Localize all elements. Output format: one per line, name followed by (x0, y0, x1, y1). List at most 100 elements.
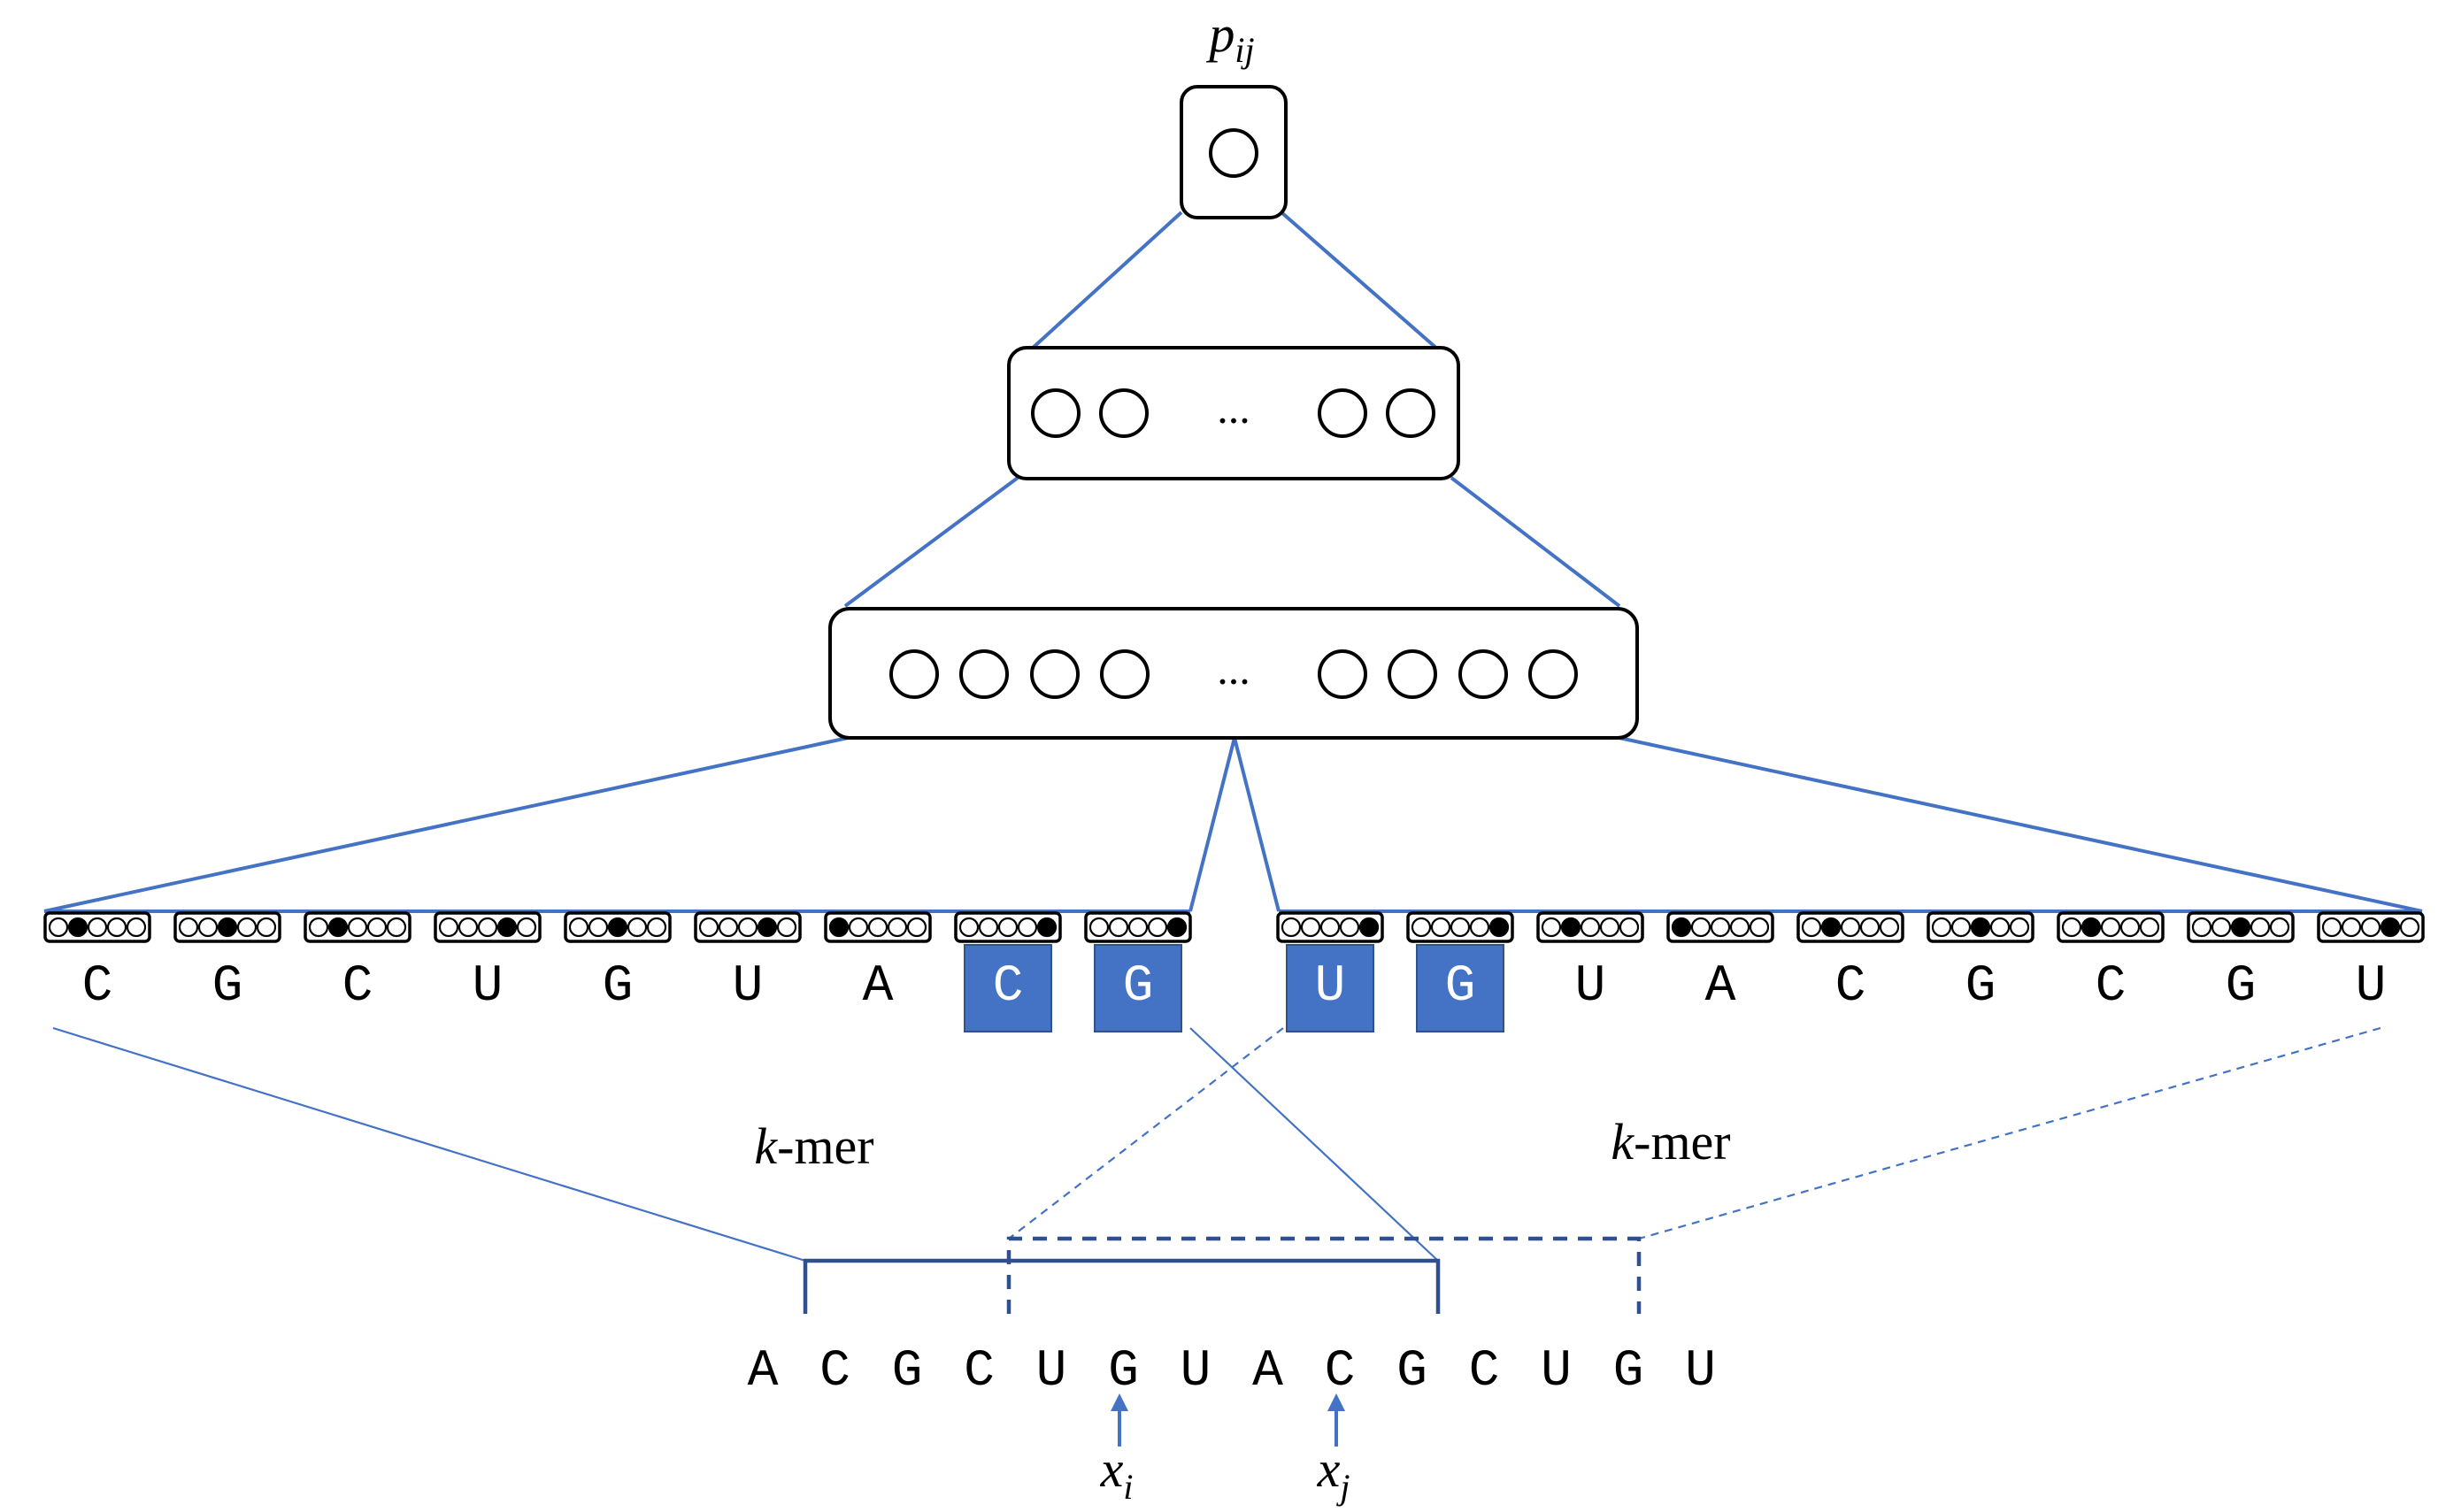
right-kmer-bracket-line (1006, 1236, 1642, 1314)
link-h2-right (1450, 476, 1621, 608)
x-j-marker: xj (1317, 1393, 1350, 1507)
x-i-marker: xi (1100, 1393, 1133, 1507)
onehot-cell (458, 917, 479, 938)
onehot-cell (126, 917, 147, 938)
hidden-1-neuron (1030, 649, 1080, 699)
right-kmer-highlight-box (1286, 944, 1374, 1032)
sequence-base: U (1036, 1343, 1067, 1401)
x-j-label: xj (1317, 1440, 1350, 1507)
onehot-cell (2269, 917, 2290, 938)
link-h1-left-kmer-left (43, 736, 849, 913)
left-kmer-bracket-line (803, 1258, 1441, 1314)
left-kmer-base: A (863, 958, 894, 1016)
onehot-cell (1411, 917, 1432, 938)
onehot-cell (178, 917, 199, 938)
right-kmer-map-line-a (1008, 1027, 1284, 1240)
onehot-cell (1801, 917, 1822, 938)
onehot-cell (516, 917, 537, 938)
onehot-cell (906, 917, 927, 938)
onehot-cell (2009, 917, 2030, 938)
sequence-base: C (819, 1343, 850, 1401)
right-kmer-map-line-b (1638, 1026, 2381, 1240)
sequence-base: U (1181, 1343, 1211, 1401)
onehot-cell (1127, 917, 1149, 938)
onehot-cell (646, 917, 667, 938)
onehot-cell (106, 917, 127, 938)
onehot-cell (1108, 917, 1129, 938)
onehot-cell (828, 917, 850, 938)
onehot-cell (2061, 917, 2082, 938)
onehot-cell (2250, 917, 2271, 938)
left-kmer-highlight-box (1094, 944, 1182, 1032)
left-kmer-base: G (1123, 958, 1154, 1016)
onehot-cell (1820, 917, 1842, 938)
onehot-cell (2360, 917, 2381, 938)
onehot-cell (1879, 917, 1900, 938)
hidden-2-neuron (1318, 388, 1367, 438)
onehot-cell (366, 917, 388, 938)
left-kmer-highlight-box (964, 944, 1052, 1032)
onehot-cell (1017, 917, 1038, 938)
link-h2-left (843, 476, 1019, 608)
onehot-cell (2399, 917, 2420, 938)
right-kmer-base: U (2356, 958, 2387, 1016)
onehot-cell (1599, 917, 1620, 938)
onehot-cell (1710, 917, 1731, 938)
hidden-1-neuron (889, 649, 939, 699)
onehot-cell (568, 917, 589, 938)
onehot-cell (1166, 917, 1188, 938)
x-j-arrowhead (1327, 1393, 1345, 1411)
hidden-layer-2-box (1007, 346, 1460, 480)
right-kmer-base: G (1965, 958, 1996, 1016)
sequence-base: A (1252, 1343, 1283, 1401)
sequence-base: G (892, 1343, 923, 1401)
output-neuron (1209, 128, 1258, 178)
left-kmer-base: G (212, 958, 243, 1016)
hidden-layer-1-box (828, 607, 1639, 740)
right-kmer-base: C (1835, 958, 1866, 1016)
onehot-cell (1560, 917, 1581, 938)
sequence-base: A (748, 1343, 779, 1401)
sequence-base: G (1613, 1343, 1644, 1401)
hidden-1-neuron (959, 649, 1009, 699)
onehot-cell (757, 917, 778, 938)
onehot-cell (1036, 917, 1058, 938)
onehot-cell (627, 917, 648, 938)
sequence-base: G (1108, 1343, 1139, 1401)
onehot-cell (477, 917, 498, 938)
onehot-cell (1319, 917, 1341, 938)
onehot-cell (1690, 917, 1711, 938)
left-kmer-base: U (733, 958, 764, 1016)
onehot-cell (1989, 917, 2011, 938)
sequence-base: C (964, 1343, 995, 1401)
sequence-base: C (1325, 1343, 1356, 1401)
hidden-1-neuron (1100, 649, 1150, 699)
x-i-arrowhead (1111, 1393, 1128, 1411)
onehot-cell (1339, 917, 1360, 938)
onehot-cell (2119, 917, 2141, 938)
onehot-cell (887, 917, 908, 938)
onehot-cell (1580, 917, 1601, 938)
onehot-cell (607, 917, 628, 938)
layer-connections (43, 211, 2423, 913)
onehot-cell (1729, 917, 1750, 938)
onehot-cell (2211, 917, 2232, 938)
hidden-1-ellipsis: ... (1217, 644, 1250, 694)
right-kmer-base: U (1575, 958, 1606, 1016)
onehot-cell (978, 917, 999, 938)
onehot-cell (308, 917, 329, 938)
onehot-cell (67, 917, 88, 938)
output-layer: pij (1180, 5, 1288, 219)
hidden-layer-1: ... (828, 607, 1639, 740)
onehot-cell (1749, 917, 1770, 938)
onehot-cell (848, 917, 869, 938)
left-kmer-label: k-mer (754, 1117, 873, 1175)
onehot-cell (438, 917, 459, 938)
onehot-cell (236, 917, 258, 938)
onehot-cell (698, 917, 719, 938)
link-h1-right-kmer-right (1619, 736, 2423, 913)
